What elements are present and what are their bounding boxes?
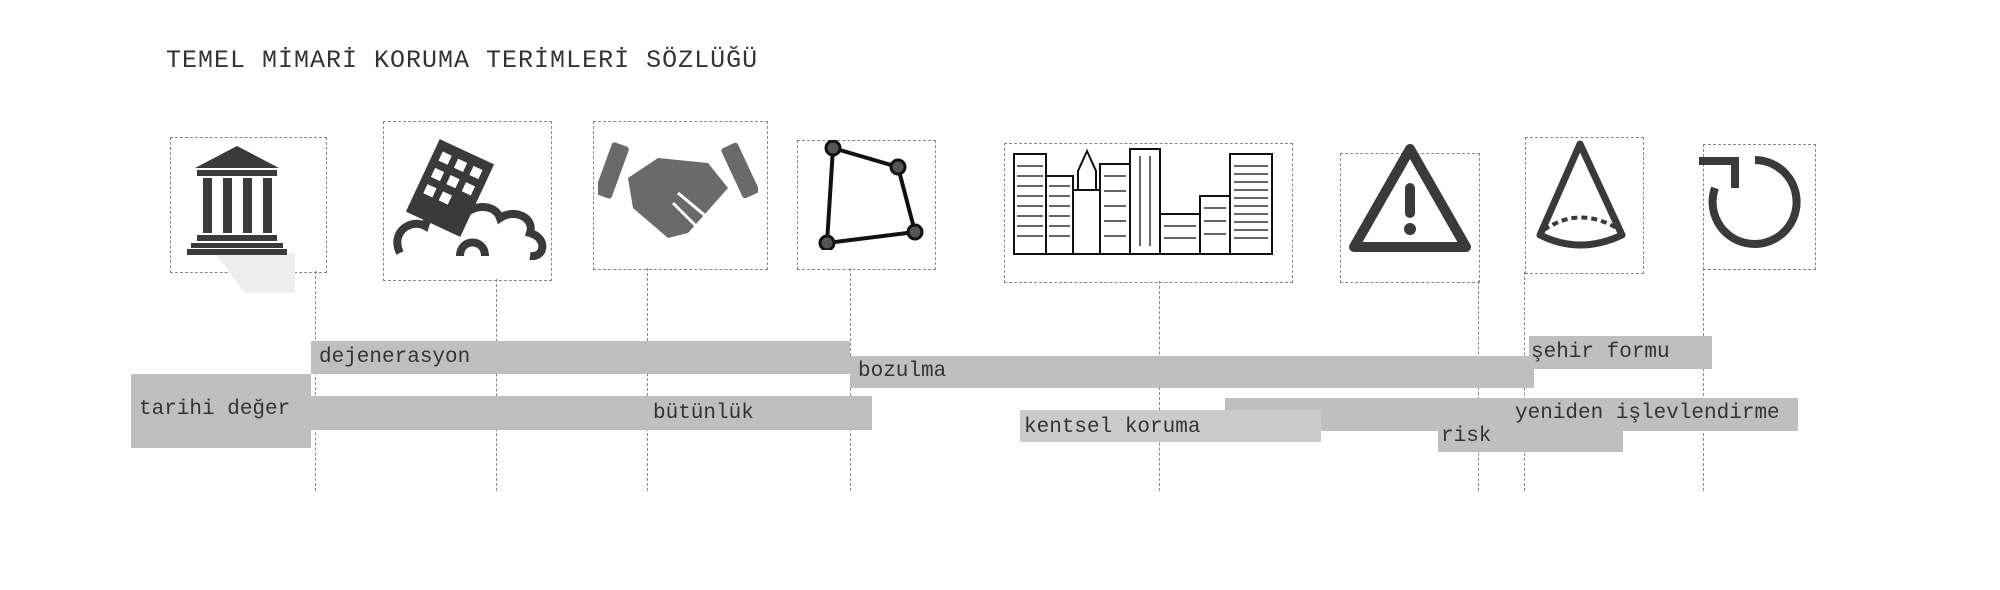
connector-line bbox=[496, 279, 497, 491]
page-title: TEMEL MİMARİ KORUMA TERİMLERİ SÖZLÜĞÜ bbox=[166, 46, 759, 75]
city-skyline-icon bbox=[1013, 148, 1273, 255]
icon-frame bbox=[797, 140, 936, 270]
connector-line bbox=[315, 271, 316, 491]
reload-icon bbox=[1699, 156, 1801, 248]
term-bozulma: bozulma bbox=[858, 360, 947, 383]
term-tarihi-deger: tarihi değer bbox=[139, 398, 291, 421]
icon-frame bbox=[383, 121, 552, 281]
term-sehir-formu: şehir formu bbox=[1531, 341, 1670, 364]
term-bar-kentsel-koruma bbox=[1020, 410, 1321, 442]
term-yeniden-islevlendirme: yeniden işlevlendirme bbox=[1515, 402, 1780, 425]
icon-frame bbox=[1525, 137, 1644, 274]
term-butunluk: bütünlük bbox=[653, 402, 754, 425]
term-bar-butunluk bbox=[311, 396, 872, 430]
term-risk: risk bbox=[1441, 425, 1492, 448]
icon-frame bbox=[1703, 144, 1816, 270]
handshake-icon bbox=[598, 142, 758, 238]
columns-icon bbox=[187, 146, 295, 293]
term-bar-dejenerasyon bbox=[311, 341, 850, 374]
term-bar-bozulma bbox=[850, 356, 1534, 388]
cone-icon bbox=[1536, 140, 1626, 249]
polygon-icon bbox=[818, 140, 924, 250]
icon-frame bbox=[1004, 143, 1293, 283]
term-kentsel-koruma: kentsel koruma bbox=[1024, 416, 1201, 439]
connector-line bbox=[647, 268, 648, 491]
collapsing-building-icon bbox=[393, 139, 547, 261]
term-dejenerasyon: dejenerasyon bbox=[319, 346, 471, 369]
term-bar-sehir-formu bbox=[1529, 336, 1712, 369]
warning-icon bbox=[1349, 144, 1471, 252]
icon-frame bbox=[593, 121, 768, 270]
term-bar-risk bbox=[1438, 418, 1623, 452]
connector-line bbox=[1703, 268, 1704, 491]
term-bar-tarihi-deger bbox=[131, 374, 311, 448]
